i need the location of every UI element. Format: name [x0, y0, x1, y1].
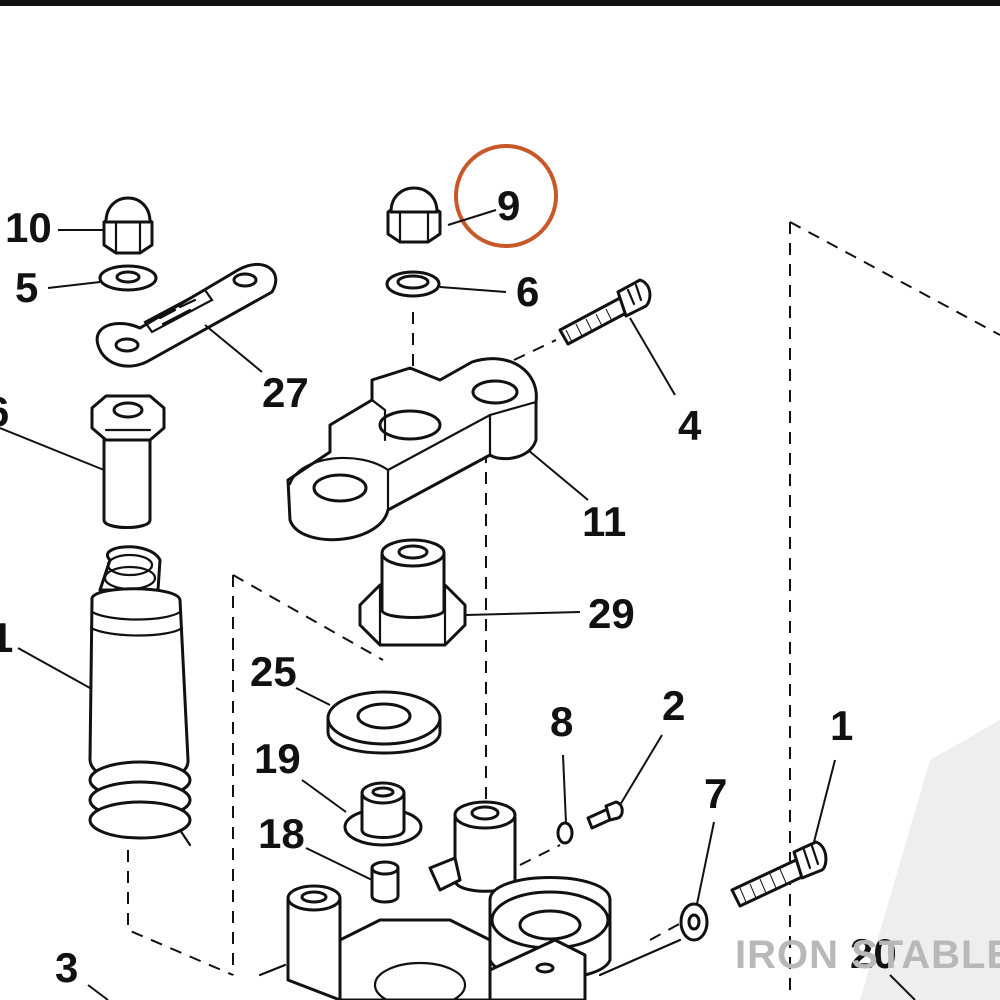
- part-27-plate: [95, 263, 278, 368]
- callout-10: 10: [5, 204, 52, 251]
- part-7-washer: [679, 902, 709, 942]
- top-border: [0, 0, 1000, 6]
- part-9-acorn-nut: [386, 186, 442, 244]
- part-19-bushing: [343, 781, 423, 847]
- part-5-washer: [98, 264, 158, 292]
- callout-9: 9: [497, 182, 520, 229]
- callout-4: 4: [678, 402, 702, 449]
- part-11-bracket: [286, 357, 538, 542]
- callout-7: 7: [704, 770, 727, 817]
- callout-5: 5: [15, 264, 38, 311]
- callout-25: 25: [250, 648, 297, 695]
- callout-6: 6: [516, 268, 539, 315]
- callout-27: 27: [262, 369, 309, 416]
- callout-8: 8: [550, 698, 573, 745]
- callout-18: 18: [258, 810, 305, 857]
- part-6-washer: [385, 270, 441, 298]
- callout-19: 19: [254, 735, 301, 782]
- housing-assembly: [258, 800, 682, 1000]
- part-4-bolt: [558, 278, 652, 346]
- callout-3: 3: [55, 944, 78, 991]
- callout-2: 2: [662, 682, 685, 729]
- part-18-pin: [370, 860, 400, 904]
- callout-29: 29: [588, 590, 635, 637]
- highlight-circle: [454, 144, 558, 248]
- callout-1-right: 1: [830, 702, 853, 749]
- part-10-acorn-nut: [102, 196, 154, 255]
- callout-1-left: 1: [0, 614, 13, 661]
- callout-11: 11: [582, 498, 626, 545]
- watermark-shape: [860, 720, 1000, 1000]
- callout-20: 20: [850, 930, 897, 977]
- part-2-screw: [586, 800, 624, 830]
- part-1-right-bolt: [730, 840, 828, 908]
- watermark-text: IRON STABLE: [735, 933, 1000, 977]
- part-1-spring-boot: [88, 545, 192, 847]
- part-25-washer: [326, 690, 442, 755]
- callout-labels: 10 5 27 6 1 9 6 4 11 29 25 19 18 8 2 7 1…: [0, 182, 897, 991]
- part-29-flanged-nut: [358, 538, 467, 647]
- part-8-lock-washer: [556, 821, 574, 845]
- part-6-left-spacer: [90, 394, 166, 529]
- leader-lines: [0, 209, 916, 1000]
- callout-6-left: 6: [0, 388, 9, 435]
